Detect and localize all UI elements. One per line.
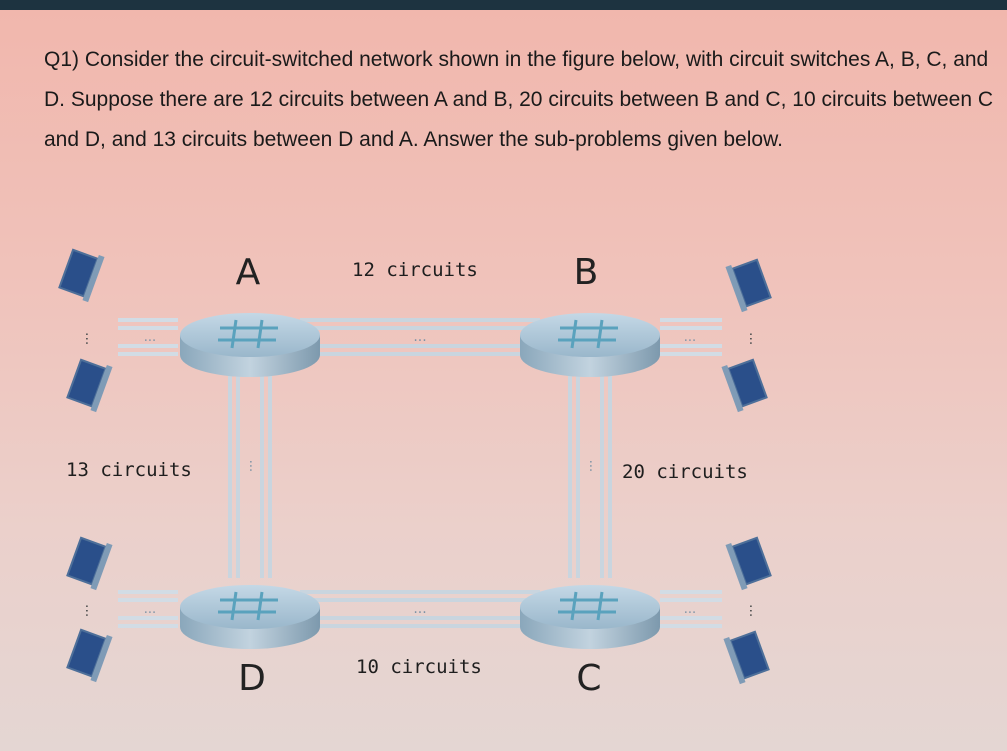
top-bar	[0, 0, 1007, 10]
link-label-ab: 12 circuits	[352, 259, 478, 281]
laptop-icon	[58, 248, 105, 303]
switch-icon	[558, 319, 618, 349]
hosts-b-ellipsis: ...	[746, 332, 762, 345]
link-dc-ellipsis: ...	[413, 601, 426, 617]
switch-icon	[218, 591, 278, 621]
link-ab	[300, 318, 540, 356]
hosts-d-ellipsis: ...	[82, 604, 98, 617]
access-a-ellipsis: ...	[144, 330, 156, 345]
switch-c	[520, 585, 660, 649]
switch-a	[180, 313, 320, 377]
laptop-icon	[725, 258, 772, 313]
hosts-c-ellipsis: ...	[746, 604, 762, 617]
node-label-a: A	[236, 252, 261, 293]
link-label-cd: 10 circuits	[356, 656, 482, 678]
link-bc	[568, 368, 612, 578]
link-ad	[228, 368, 272, 578]
question-text: Q1) Consider the circuit-switched networ…	[44, 48, 994, 151]
laptop-icon	[725, 536, 772, 591]
laptop-icon	[723, 630, 770, 685]
access-c-ellipsis: ...	[684, 602, 696, 617]
access-d-ellipsis: ...	[144, 602, 156, 617]
link-bc-ellipsis: ...	[586, 460, 601, 472]
link-dc	[300, 590, 540, 628]
access-links	[118, 318, 722, 628]
switch-b	[520, 313, 660, 377]
node-label-d: D	[238, 658, 266, 699]
link-ab-ellipsis: ...	[413, 329, 426, 345]
laptop-icon	[721, 358, 768, 413]
hosts-a-ellipsis: ...	[82, 332, 98, 345]
link-label-bc: 20 circuits	[622, 461, 748, 483]
switch-d	[180, 585, 320, 649]
switch-icon	[218, 319, 278, 349]
switch-icon	[558, 591, 618, 621]
node-label-c: C	[576, 658, 601, 699]
link-label-da: 13 circuits	[66, 459, 192, 481]
laptop-icon	[66, 536, 113, 591]
access-b-ellipsis: ...	[684, 330, 696, 345]
laptop-icon	[66, 358, 113, 413]
network-diagram: ... ... ... ... ... ... ... ...	[58, 248, 772, 699]
link-ad-ellipsis: ...	[246, 460, 261, 472]
laptop-icon	[66, 628, 113, 683]
node-label-b: B	[574, 252, 599, 293]
